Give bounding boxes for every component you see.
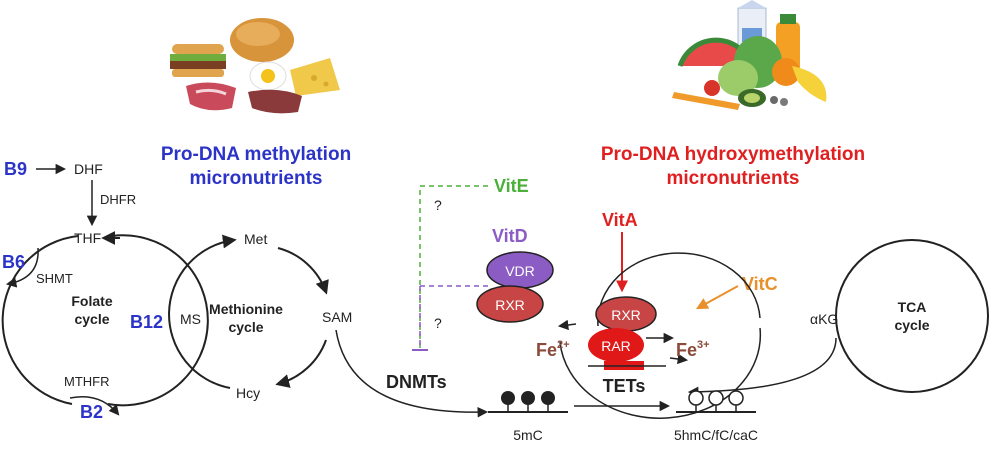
- vite-label: VitE: [494, 176, 529, 196]
- fe2-base: Fe: [536, 340, 557, 360]
- folate-cycle-title-1: Folate: [71, 293, 112, 309]
- question-1: ?: [434, 197, 442, 213]
- fe2-sup: 2+: [557, 339, 570, 351]
- fe2-label: Fe2+: [536, 339, 570, 360]
- hcy-label: Hcy: [236, 385, 260, 401]
- question-2: ?: [434, 315, 442, 331]
- tets-label: TETs: [603, 376, 646, 396]
- tca-cycle: TCA cycle αKG: [687, 239, 989, 398]
- dna-methylation-marks: 5mC 5hmC/fC/caC: [488, 390, 758, 443]
- animal-food-illustration: [170, 18, 340, 114]
- methionine-title-1: Methionine: [209, 301, 283, 317]
- folate-cycle-arc-left: [1, 235, 79, 405]
- dhf-label: DHF: [74, 161, 103, 177]
- folate-cycle: B9 DHF DHFR THF B6 SHMT Folate cycle B12…: [1, 159, 209, 422]
- hmc-label: 5hmC/fC/caC: [674, 427, 758, 443]
- tets-complex: VitA VitC RXR RAR Fe2+ Fe3+ TETs: [536, 210, 778, 419]
- b6-label: B6: [2, 252, 25, 272]
- b2-label: B2: [80, 402, 103, 422]
- rar-label: RAR: [601, 338, 631, 354]
- left-heading-line1: Pro-DNA methylation: [161, 144, 351, 165]
- dnmts-label: DNMTs: [386, 372, 447, 392]
- shmt-label: SHMT: [36, 271, 73, 286]
- rxr-label-right: RXR: [611, 307, 641, 323]
- b12-label: B12: [130, 312, 163, 332]
- dnmt-regulation: VitE ? VitD VDR RXR ? DNMTs: [386, 176, 554, 392]
- methionine-title-2: cycle: [228, 319, 263, 335]
- rar-receptor: [588, 328, 644, 362]
- left-heading-line2: micronutrients: [189, 168, 322, 189]
- met-label: Met: [244, 231, 267, 247]
- fe3-sup: 3+: [697, 339, 710, 351]
- dhfr-label: DHFR: [100, 192, 136, 207]
- plant-food-illustration: [672, 0, 827, 110]
- right-heading-line1: Pro-DNA hydroxymethylation: [601, 144, 865, 165]
- mthfr-label: MTHFR: [64, 374, 110, 389]
- fe3-label: Fe3+: [676, 339, 710, 360]
- fe3-base: Fe: [676, 340, 697, 360]
- methionine-cycle: Met MS Methionine cycle SAM Hcy: [168, 231, 489, 418]
- vitd-label: VitD: [492, 226, 528, 246]
- vita-label: VitA: [602, 210, 638, 230]
- tca-title-2: cycle: [894, 317, 929, 333]
- folate-cycle-title-2: cycle: [74, 311, 109, 327]
- tca-title-1: TCA: [898, 299, 927, 315]
- rxr-receptor-left: [476, 285, 544, 323]
- sam-label: SAM: [322, 309, 352, 325]
- thf-label: THF: [74, 230, 101, 246]
- b9-label: B9: [4, 159, 27, 179]
- right-heading-line2: micronutrients: [666, 168, 799, 189]
- mc-label: 5mC: [513, 427, 543, 443]
- ms-label: MS: [180, 311, 201, 327]
- rxr-label-left: RXR: [495, 297, 525, 313]
- akg-label: αKG: [810, 311, 838, 327]
- vdr-label: VDR: [505, 263, 535, 279]
- folate-cycle-arc-right: [107, 234, 209, 407]
